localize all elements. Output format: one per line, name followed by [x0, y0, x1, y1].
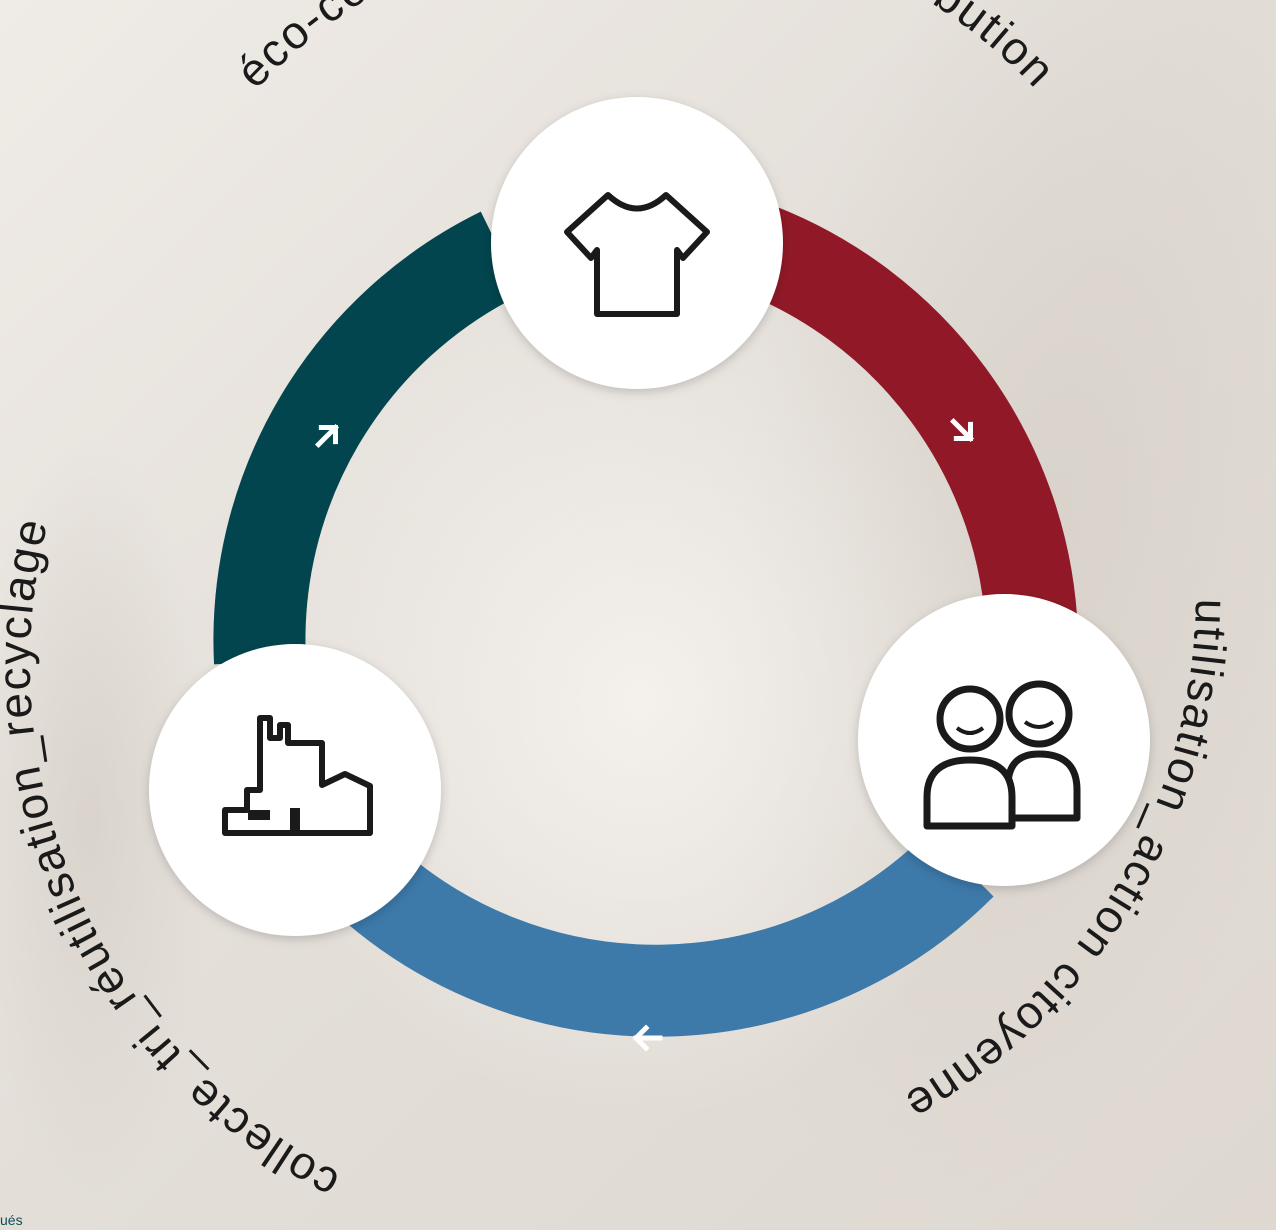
stage-usage-node: [858, 594, 1150, 886]
arrow-up-right-icon: [314, 423, 340, 449]
arc-end-of-life-to-production: [213, 211, 522, 665]
arc-usage-to-end-of-life: [332, 831, 994, 1037]
arc-production-to-usage: [729, 200, 1078, 637]
tshirt-icon: [564, 192, 710, 317]
arrow-left-icon: [632, 1024, 663, 1052]
arrow-down-right-icon: [949, 417, 975, 443]
footer-text-fragment: ués: [0, 1212, 23, 1228]
people-icon: [923, 680, 1081, 830]
factory-icon: [222, 715, 373, 836]
stage-production-node: [491, 97, 783, 389]
fabric-fold-shade: [0, 440, 210, 1200]
stage-end-of-life-node: [149, 644, 441, 936]
